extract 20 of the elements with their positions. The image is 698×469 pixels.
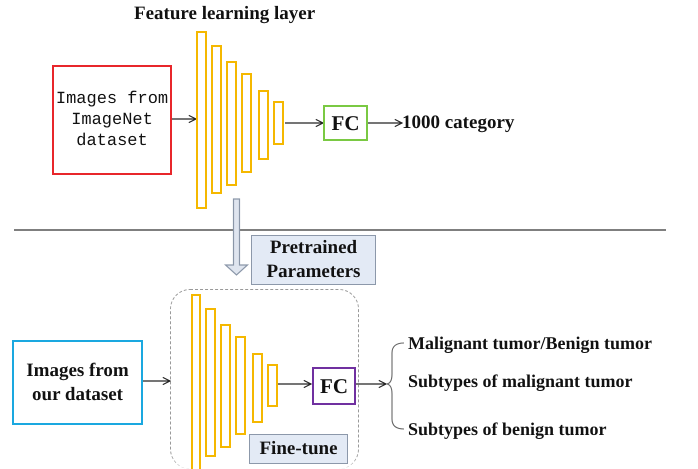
input-box: Images from our dataset <box>12 340 143 425</box>
arrow <box>276 380 312 388</box>
curly-brace <box>386 342 406 430</box>
arrow <box>355 380 387 388</box>
class-label: Subtypes of malignant tumor <box>408 370 633 393</box>
input-box: Images from ImageNet dataset <box>52 65 172 175</box>
output-text: 1000 category <box>402 110 532 136</box>
fc-layer-box: FC <box>323 105 368 141</box>
arrow <box>172 114 197 124</box>
label-box: Pretrained Parameters <box>251 235 376 285</box>
arrow <box>285 118 324 128</box>
fc-layer-box: FC <box>312 367 356 405</box>
layer-heading: Feature learning layer <box>134 3 316 25</box>
class-label: Subtypes of benign tumor <box>408 418 607 441</box>
block-arrow <box>224 198 250 276</box>
class-label: Malignant tumor/Benign tumor <box>408 332 652 355</box>
arrow <box>368 118 403 128</box>
arrow <box>143 376 171 386</box>
label-box: Fine-tune <box>249 434 348 464</box>
fine-tune-region <box>170 289 359 469</box>
